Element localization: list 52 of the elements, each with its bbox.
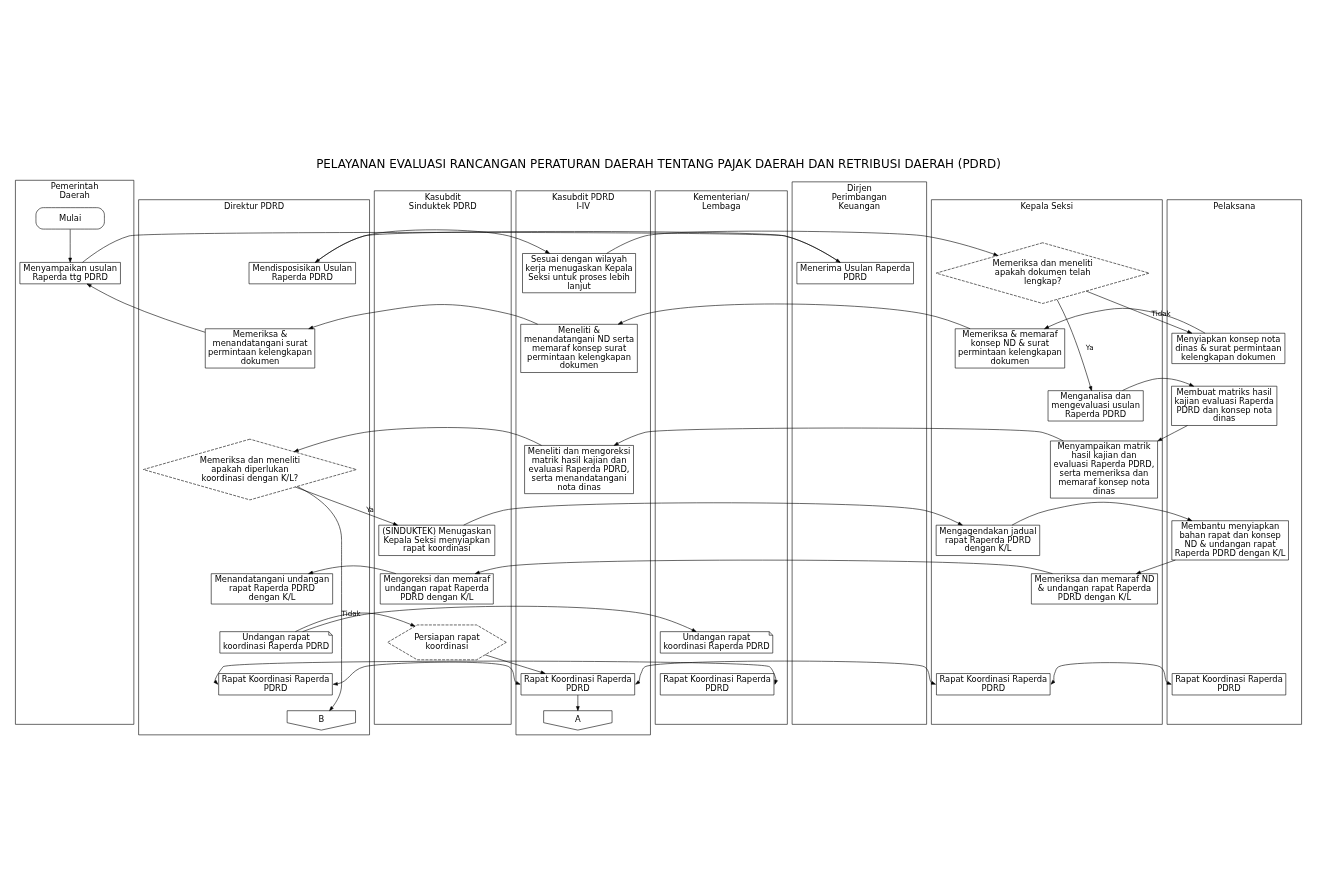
arrow [315,230,841,263]
node-box: Menganalisa dan mengevaluasi usulan Raperda PDRD [1047,389,1144,421]
arrow [1011,501,1193,525]
arrow [484,654,546,674]
node-box: Rapat Koordinasi Raperda PDRD [1171,672,1287,695]
arrow [68,228,72,263]
node-box: Rapat Koordinasi Raperda PDRD [936,672,1051,695]
arrow [474,559,1053,574]
arrow [315,229,550,263]
arrow [463,502,963,525]
arrow [82,231,841,263]
node-box: Mengagendakan jadual rapat Raperda PDRD dengan K/L [935,524,1040,556]
arrow [617,303,971,329]
arrow [1157,424,1188,441]
node-box: Meneliti & menandatangani ND serta memaraf konsep surat permintaan kelengkapan dokumen [520,323,638,373]
arrow [295,612,416,632]
arrow [308,565,397,574]
node-box: Rapat Koordinasi Raperda PDRD [660,672,775,695]
node-box: Rapat Koordinasi Raperda PDRD [218,672,333,695]
node-box: Mendisposisikan Usulan Raperda PDRD [248,261,356,284]
arrow [635,660,936,685]
arrow [1050,661,1172,685]
node-box: Menyiapkan konsep nota dinas & surat permintaan kelengkapan dokumen [1171,332,1286,364]
node-box: Mulai [35,206,105,229]
arrow [295,486,398,525]
arrow [1044,307,1206,334]
node-box: Menerima Usulan Raperda PDRD [796,261,914,284]
arrow [1056,298,1093,391]
node-box: Menyampaikan matrik hasil kajian dan evaluasi Raperda PDRD, serta memeriksa dan memaraf konsep nota dinas [1050,440,1158,498]
arrow [293,426,542,452]
arrow [576,694,580,711]
arrow [1122,377,1194,391]
node-box: Membuat matriks hasil kajian evaluasi Raperda PDRD dan konsep nota dinas [1171,385,1278,426]
node-box: Membantu menyiapkan bahan rapat dan konsep ND & undangan rapat Raperda PDRD dengan K/L [1171,519,1289,560]
arrow [1085,290,1193,334]
node-box: Memeriksa & memaraf konsep ND & surat permintaan kelengkapan dokumen [954,327,1065,368]
arrow [606,230,999,256]
node-box: (SINDUKTEK) Menugaskan Kepala Seksi menyiapkan rapat koordinasi [378,524,496,556]
arrow [297,485,342,711]
arrow [332,661,521,686]
node-box: Sesuai dengan wilayah kerja menugaskan Kepala Seksi untuk proses lebih lanjut [522,252,636,293]
node-diamond: Memeriksa dan meneliti apakah diperlukan koordinasi dengan K/L? [143,438,357,500]
arrow [86,283,206,333]
arrow [213,660,778,685]
arrow [613,427,1064,446]
arrow [1136,559,1176,574]
arrow [308,303,538,329]
node-diamond: Memeriksa dan meneliti apakah dokumen telah lengkap? [935,242,1150,304]
arrow [302,605,697,632]
node-box: Menyampaikan usulan Raperda ttg PDRD [19,261,121,284]
node-box: Meneliti dan mengoreksi matrik hasil kajian dan evaluasi Raperda PDRD, serta menandatangani nota dinas [524,444,634,494]
diagram-title: PELAYANAN EVALUASI RANCANGAN PERATURAN DAERAH TENTANG PAJAK DAERAH DAN RETRIBUSI DAERAH (PDRD) [316,156,1001,171]
